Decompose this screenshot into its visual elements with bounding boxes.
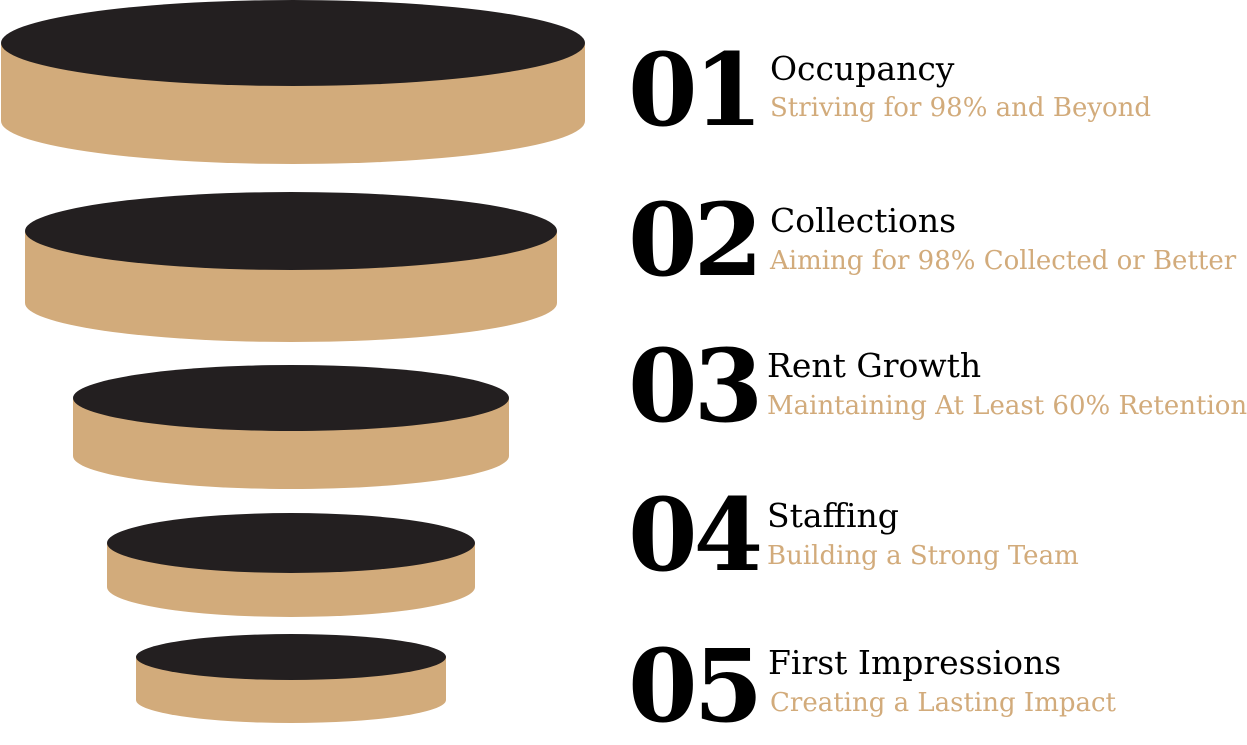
funnel-disc-4 [107,513,475,617]
step-4-title: Staffing [767,496,899,535]
step-5-subtitle: Creating a Lasting Impact [770,688,1116,718]
step-1-title: Occupancy [770,49,955,88]
step-2-subtitle: Aiming for 98% Collected or Better [770,246,1237,276]
funnel-diagram [1,0,585,723]
step-4-number: 04 [628,476,763,594]
funnel-disc-5 [136,634,446,723]
funnel-disc-3 [73,365,509,489]
funnel-disc-1-top [1,0,585,86]
step-2-title: Collections [770,201,957,240]
step-1-number: 01 [628,31,763,149]
step-4-subtitle: Building a Strong Team [767,541,1079,571]
funnel-disc-1 [1,0,585,164]
funnel-disc-4-top [107,513,475,573]
step-3-number: 03 [628,327,763,445]
step-5-number: 05 [628,627,763,745]
step-1-subtitle: Striving for 98% and Beyond [770,93,1152,123]
step-5-title: First Impressions [768,643,1062,682]
funnel-disc-3-top [73,365,509,431]
funnel-disc-5-top [136,634,446,680]
funnel-disc-2-top [25,192,557,270]
step-3-title: Rent Growth [767,346,982,385]
funnel-disc-2 [25,192,557,342]
step-3-subtitle: Maintaining At Least 60% Retention [767,391,1247,421]
step-2-number: 02 [628,181,763,299]
